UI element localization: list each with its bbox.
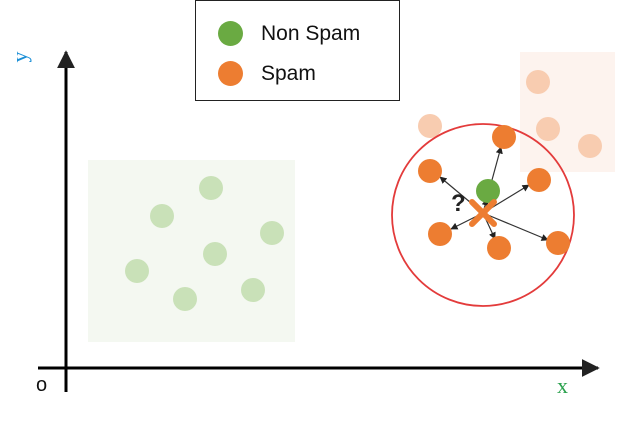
non-spam-point: [203, 242, 227, 266]
legend-label: Non Spam: [261, 21, 361, 45]
spam-point: [428, 222, 452, 246]
query-label: ?: [451, 190, 466, 217]
non-spam-point: [173, 287, 197, 311]
spam-point: [578, 134, 602, 158]
spam-point: [487, 236, 511, 260]
spam-point: [418, 114, 442, 138]
neighbour-spam-points: [418, 125, 570, 260]
legend-item-spam: Spam: [218, 61, 316, 86]
spam-cluster-background: [520, 52, 615, 172]
non-spam-point: [125, 259, 149, 283]
legend: Non Spam Spam: [195, 0, 400, 101]
spam-point: [492, 125, 516, 149]
non-spam-faded-points: [125, 176, 284, 311]
non-spam-point: [150, 204, 174, 228]
y-axis-label: y: [7, 52, 32, 63]
x-axis-label: x: [557, 373, 568, 398]
spam-point: [527, 168, 551, 192]
non-spam-point: [260, 221, 284, 245]
legend-label: Spam: [261, 61, 316, 85]
non-spam-point: [476, 179, 500, 203]
spam-faded-points: [418, 70, 602, 158]
query-point-cross: [469, 199, 497, 227]
spam-swatch: [218, 61, 243, 86]
non-spam-cluster-background: [88, 160, 295, 342]
non-spam-point: [199, 176, 223, 200]
non-spam-swatch: [218, 21, 243, 46]
spam-point: [526, 70, 550, 94]
knn-radius-circle: [391, 123, 575, 307]
spam-point: [546, 231, 570, 255]
spam-point: [536, 117, 560, 141]
origin-label: o: [36, 374, 47, 396]
spam-point: [418, 159, 442, 183]
non-spam-point: [241, 278, 265, 302]
legend-item-non-spam: Non Spam: [218, 21, 360, 46]
arrow: [482, 212, 549, 241]
